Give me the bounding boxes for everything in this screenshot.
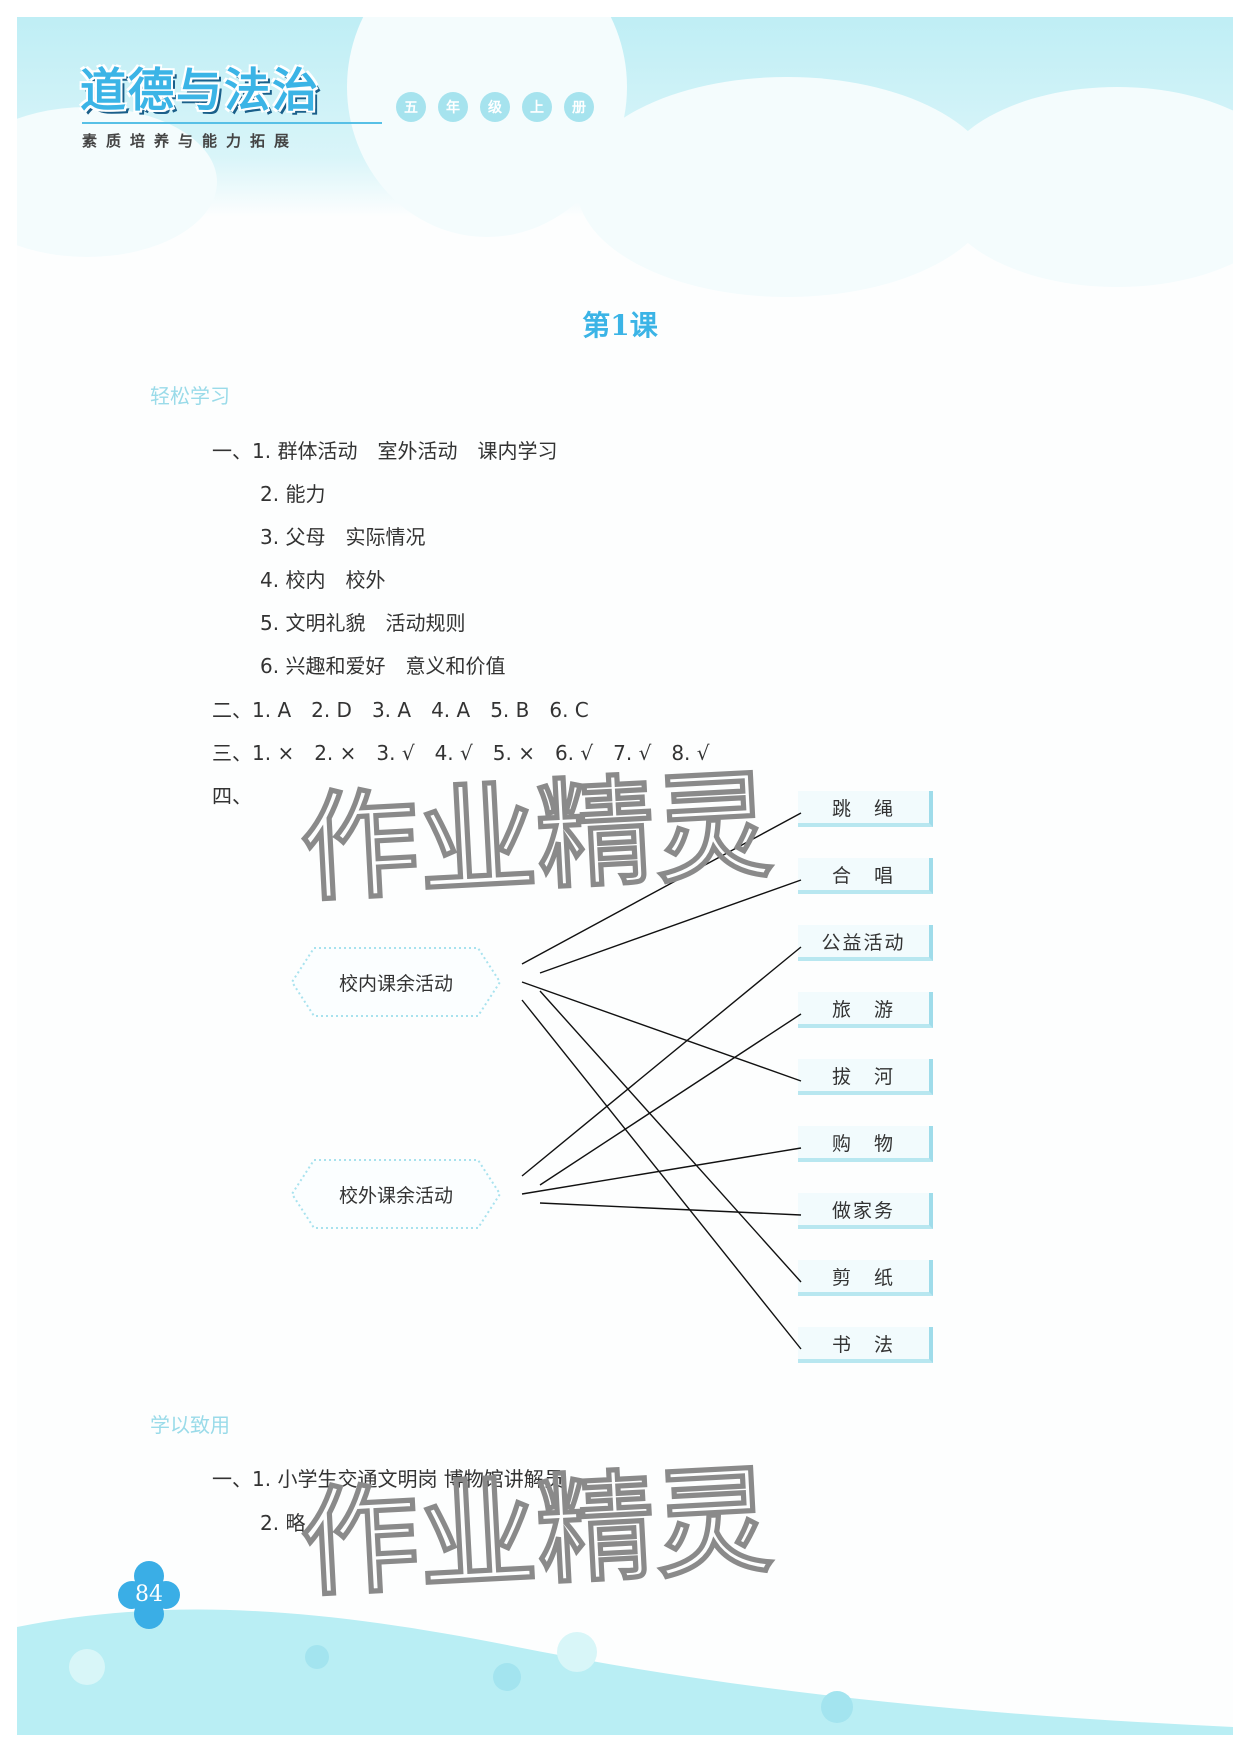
logo-underline bbox=[82, 122, 382, 124]
connection-line bbox=[521, 999, 802, 1350]
connection-line bbox=[539, 1013, 802, 1186]
lesson-title: 第1课 bbox=[582, 309, 658, 342]
right-node: 合 唱 bbox=[798, 858, 933, 894]
answer-line: 6. 兴趣和爱好 意义和价值 bbox=[260, 654, 506, 678]
section-title-easy-learning: 轻松学习 bbox=[150, 384, 230, 408]
connection-line bbox=[521, 981, 802, 1082]
answer-line: 一、1. 群体活动 室外活动 课内学习 bbox=[212, 439, 558, 463]
footer-wave bbox=[17, 1609, 1233, 1735]
right-node: 公益活动 bbox=[798, 925, 933, 961]
answer-line: 四、 bbox=[212, 784, 252, 808]
answer-line: 5. 文明礼貌 活动规则 bbox=[260, 611, 466, 635]
left-node-in-school: 校内课余活动 bbox=[290, 946, 502, 1018]
page-number-badge: 84 bbox=[118, 1560, 180, 1630]
page-number: 84 bbox=[135, 1582, 163, 1607]
hexagon-frame bbox=[290, 1159, 502, 1229]
hexagon-frame bbox=[290, 947, 502, 1017]
right-node: 跳 绳 bbox=[798, 791, 933, 827]
cloud-decoration bbox=[577, 77, 997, 297]
right-node: 旅 游 bbox=[798, 992, 933, 1028]
cloud-decoration bbox=[17, 107, 217, 257]
left-node-label: 校外课余活动 bbox=[338, 1184, 453, 1207]
grade-char: 级 bbox=[480, 92, 510, 122]
answer-line: 三、1. × 2. × 3. √ 4. √ 5. × 6. √ 7. √ 8. … bbox=[212, 741, 710, 765]
right-node: 做家务 bbox=[798, 1193, 933, 1229]
connection-line bbox=[539, 990, 802, 1283]
answer-line: 4. 校内 校外 bbox=[260, 568, 386, 592]
flower-icon bbox=[118, 1561, 180, 1629]
book-title-logo: 道德与法治 bbox=[80, 63, 320, 117]
left-node-out-school: 校外课余活动 bbox=[290, 1158, 502, 1230]
answer-line: 2. 能力 bbox=[260, 482, 326, 506]
left-node-label: 校内课余活动 bbox=[338, 972, 453, 995]
answer-line: 2. 略 bbox=[260, 1511, 306, 1535]
connection-line bbox=[521, 812, 802, 965]
grade-badges: 五 年 级 上 册 bbox=[396, 92, 594, 122]
page bbox=[17, 17, 1233, 1735]
answer-line: 3. 父母 实际情况 bbox=[260, 525, 426, 549]
connection-line bbox=[521, 1147, 802, 1195]
connection-line bbox=[539, 879, 802, 974]
grade-char: 册 bbox=[564, 92, 594, 122]
grade-char: 五 bbox=[396, 92, 426, 122]
section-title-apply: 学以致用 bbox=[150, 1413, 230, 1437]
connection-line bbox=[521, 946, 802, 1177]
connection-line bbox=[539, 1202, 802, 1216]
answer-line: 一、1. 小学生交通文明岗 博物馆讲解员 bbox=[212, 1467, 564, 1491]
grade-char: 年 bbox=[438, 92, 468, 122]
right-node: 剪 纸 bbox=[798, 1260, 933, 1296]
right-node: 购 物 bbox=[798, 1126, 933, 1162]
book-subtitle: 素质培养与能力拓展 bbox=[82, 132, 299, 150]
right-node: 拔 河 bbox=[798, 1059, 933, 1095]
grade-char: 上 bbox=[522, 92, 552, 122]
cloud-decoration bbox=[937, 87, 1233, 287]
right-node: 书 法 bbox=[798, 1327, 933, 1363]
answer-line: 二、1. A 2. D 3. A 4. A 5. B 6. C bbox=[212, 698, 589, 722]
